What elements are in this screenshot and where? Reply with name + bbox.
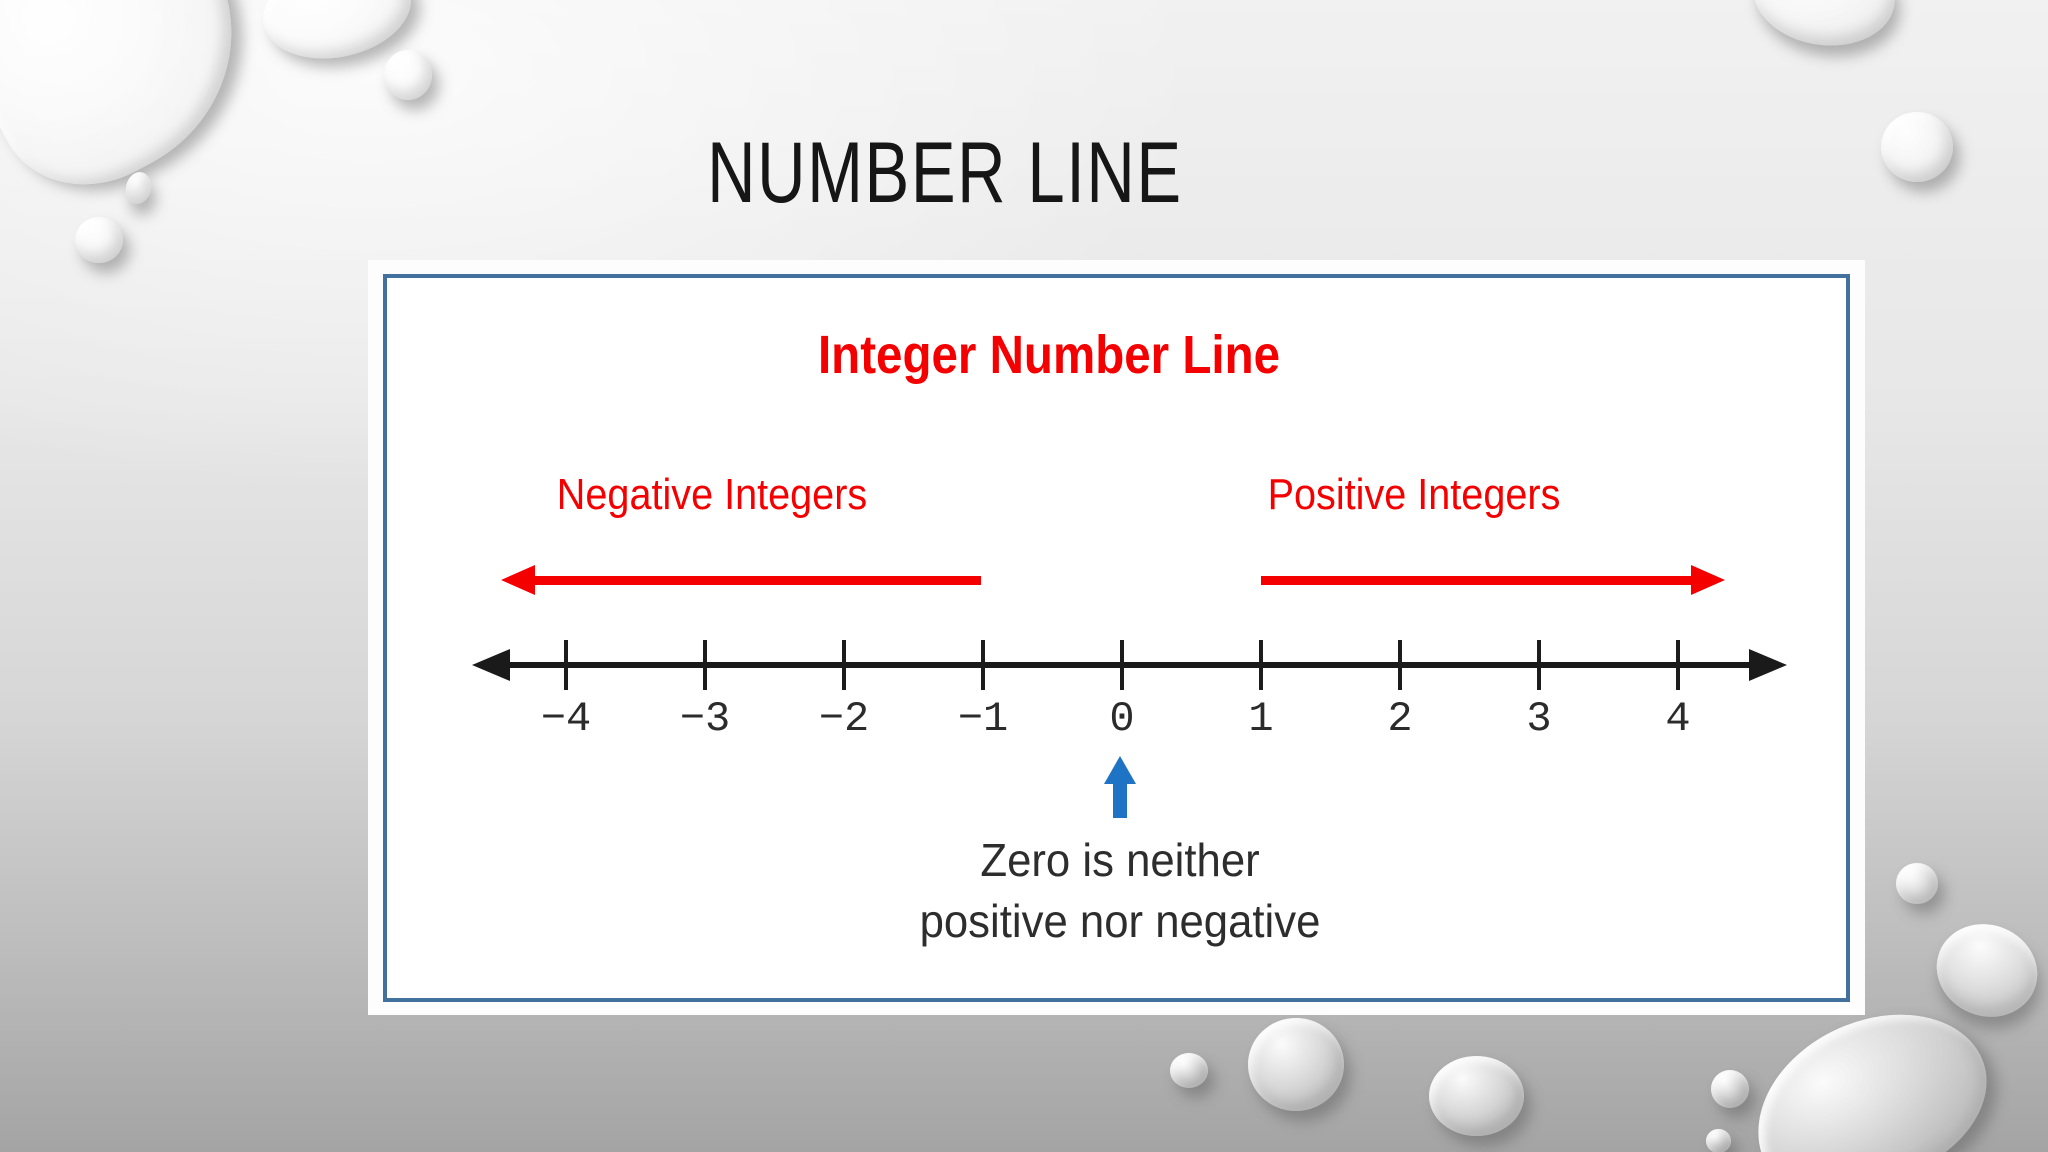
number-line-figure: Integer Number Line Negative Integers Po…	[368, 260, 1865, 1015]
water-droplet-icon	[1706, 1129, 1731, 1152]
zero-note-line2: positive nor negative	[919, 894, 1321, 947]
tick-label: 4	[1665, 695, 1691, 743]
positive-integers-label: Positive Integers	[1267, 470, 1561, 519]
tick-label: 0	[1109, 695, 1135, 743]
arrow-shaft	[1261, 576, 1699, 585]
axis-arrow-right-icon	[1749, 649, 1787, 681]
slide-title: NUMBER LINE	[707, 125, 1183, 221]
figure-frame: Integer Number Line Negative Integers Po…	[383, 274, 1850, 1002]
arrow-shaft	[527, 576, 981, 585]
zero-note: Zero is neither positive nor negative	[909, 830, 1331, 951]
water-droplet-icon	[1711, 1070, 1749, 1108]
water-droplet-icon	[1248, 1018, 1344, 1111]
arrow-head-up	[1104, 756, 1136, 784]
water-droplet-icon	[1896, 863, 1938, 904]
tick-label: 1	[1248, 695, 1274, 743]
tick-label: −3	[679, 695, 731, 743]
tick-label: 3	[1526, 695, 1552, 743]
water-droplet-icon	[1746, 0, 1902, 55]
negative-direction-arrow-icon	[501, 565, 983, 595]
axis-line	[500, 662, 1759, 668]
water-droplet-icon	[1170, 1053, 1208, 1088]
zero-note-line1: Zero is neither	[980, 834, 1260, 886]
negative-integers-label: Negative Integers	[556, 470, 868, 519]
tick-label: −2	[818, 695, 870, 743]
arrow-head-right	[1691, 565, 1725, 595]
arrow-shaft	[1113, 782, 1127, 818]
tick-label: 2	[1387, 695, 1413, 743]
water-droplet-icon	[1922, 909, 2048, 1032]
number-line-axis	[472, 649, 1787, 681]
water-droplet-icon	[1429, 1056, 1524, 1136]
figure-heading: Integer Number Line	[817, 325, 1281, 385]
water-droplet-icon	[1881, 112, 1953, 182]
water-droplet-icon	[75, 217, 123, 263]
water-droplet-icon	[384, 50, 432, 100]
tick-label: −1	[957, 695, 1009, 743]
tick-label: −4	[540, 695, 592, 743]
positive-direction-arrow-icon	[1259, 565, 1725, 595]
